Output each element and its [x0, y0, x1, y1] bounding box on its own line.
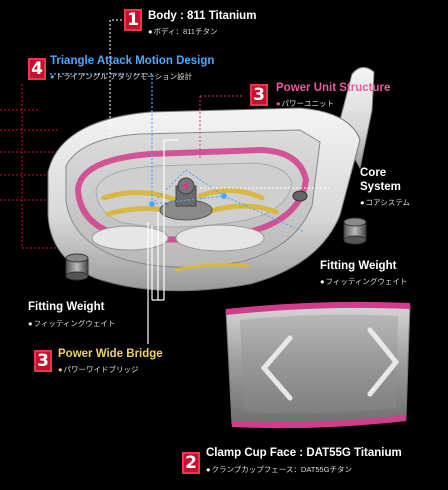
- clamp-cup-subtitle: ●クランプカップフェース：DAT55Gチタン: [206, 465, 353, 474]
- body-leader: [109, 19, 122, 140]
- fitting-left-subtitle: ●フィッティングウェイト: [28, 319, 116, 328]
- triangle-subtitle: ●トライアングル アタックモーション設計: [50, 72, 193, 81]
- body-title: Body : 811 Titanium: [148, 10, 257, 22]
- fitting-weight-left-part: [65, 253, 89, 281]
- fitting-weight-right-part: [343, 217, 367, 245]
- power-bridge-title: Power Wide Bridge: [58, 348, 163, 360]
- power-bridge-number-badge: 3: [34, 350, 52, 372]
- bridge-leaders: [147, 139, 178, 344]
- triangle-title: Triangle Attack Motion Design: [50, 55, 215, 67]
- power-unit-subtitle: ●パワーユニット: [276, 99, 335, 108]
- triangle-number-badge: 4: [28, 58, 46, 80]
- weight-port: [292, 190, 308, 202]
- core-title-line2: System: [360, 181, 401, 193]
- triangle-motion-lines: [50, 73, 305, 233]
- clamp-cup-title: Clamp Cup Face : DAT55G Titanium: [206, 447, 402, 459]
- chevron-left-icon: [260, 335, 293, 401]
- inner-ribs: [91, 224, 265, 252]
- power-unit-leader: [199, 95, 242, 160]
- body-subtitle: ●ボディ：811チタン: [148, 27, 218, 36]
- core-title-line1: Core: [360, 167, 387, 179]
- core-system: [149, 177, 227, 221]
- fitting-right-title: Fitting Weight: [320, 260, 397, 272]
- core-subtitle: ●コアシステム: [360, 198, 411, 207]
- power-unit-number-badge: 3: [250, 84, 268, 106]
- clamp-cup-face: [225, 301, 411, 429]
- power-bridge-subtitle: ●パワーワイドブリッジ: [58, 365, 139, 374]
- clamp-cup-number-badge: 2: [182, 452, 200, 474]
- body-number-badge: 1: [124, 9, 142, 31]
- fitting-left-title: Fitting Weight: [28, 301, 105, 313]
- power-unit-title: Power Unit Structure: [276, 82, 391, 94]
- chevron-right-icon: [367, 327, 400, 397]
- fitting-right-subtitle: ●フィッティングウェイト: [320, 277, 408, 286]
